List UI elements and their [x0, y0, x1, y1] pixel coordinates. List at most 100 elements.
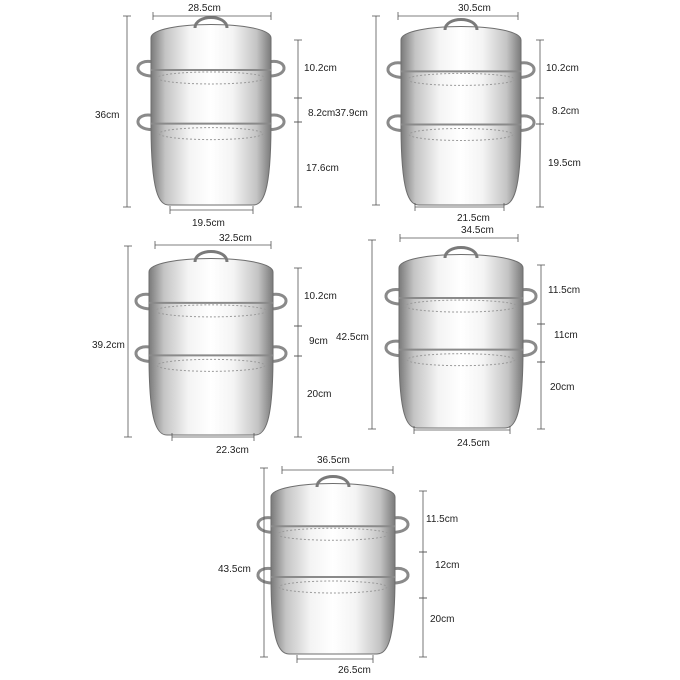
side-handle-right-upper — [518, 61, 536, 79]
total-height-dimension-line — [260, 467, 268, 658]
steamer-3-top-width-label: 32.5cm — [219, 233, 252, 244]
side-handle-left-lower — [386, 114, 404, 132]
base-pot-body — [148, 354, 274, 436]
lid-handle-knob — [193, 250, 229, 263]
lid-handle-knob — [315, 475, 351, 488]
steamer-5-base-height-label: 20cm — [430, 614, 455, 625]
steamer-5-top-width-label: 36.5cm — [317, 455, 350, 466]
glass-lid-dome — [270, 483, 396, 527]
steamer-2-lid-height-label: 10.2cm — [546, 63, 579, 74]
basket-rim-upper — [156, 71, 266, 85]
section-height-dimension-line-3 — [537, 361, 545, 430]
side-handle-right-lower — [518, 114, 536, 132]
steamer-2-base-height-label: 19.5cm — [548, 158, 581, 169]
side-handle-right-lower — [520, 339, 538, 358]
top-width-dimension-line — [281, 466, 394, 474]
steamer-unit-2: 30.5cm 37.9cm 10.2cm 8.2cm 19.5cm 21.5cm — [335, 0, 680, 228]
steamer-4-bottom-width-label: 24.5cm — [457, 438, 490, 449]
bottom-width-dimension-line — [296, 655, 374, 663]
glass-lid-dome — [148, 258, 274, 304]
base-pot-body — [398, 349, 524, 429]
side-handle-right-upper — [520, 288, 538, 306]
total-height-dimension-line — [123, 15, 131, 208]
lid-handle-knob — [443, 246, 479, 259]
section-height-dimension-line-2 — [294, 325, 302, 357]
side-handle-right-upper — [268, 59, 286, 78]
steamer-1-base-height-label: 17.6cm — [306, 163, 339, 174]
steamer-4-middle-height-label: 11cm — [554, 330, 578, 341]
side-handle-right-lower — [392, 566, 410, 585]
section-height-dimension-line-3 — [419, 597, 427, 658]
basket-rim-lower — [278, 580, 388, 594]
middle-steamer-tier — [270, 525, 396, 578]
section-height-dimension-line-1 — [294, 39, 302, 99]
section-height-dimension-line-3 — [294, 355, 302, 438]
steamer-1-middle-height-label: 8.2cm — [308, 108, 336, 119]
steamer-5-dimension-lines — [256, 466, 427, 663]
steamer-3-lid-height-label: 10.2cm — [304, 291, 337, 302]
steamer-4-dimension-lines — [368, 234, 545, 434]
basket-rim-upper — [404, 299, 518, 313]
steamer-2-top-width-label: 30.5cm — [458, 3, 491, 14]
steamer-4-top-width-label: 34.5cm — [461, 225, 494, 236]
steamer-1-top-width-label: 28.5cm — [188, 3, 221, 14]
side-handle-left-lower — [384, 339, 402, 358]
steamer-5-lid-height-label: 11.5cm — [426, 514, 459, 525]
steamer-3-middle-height-label: 9cm — [309, 336, 328, 347]
steamer-2-total-height-label: 37.9cm — [335, 108, 368, 119]
total-height-dimension-line — [368, 239, 376, 430]
base-pot-body — [400, 123, 522, 206]
top-width-dimension-line — [152, 12, 272, 20]
middle-steamer-tier — [150, 69, 272, 125]
steamer-2-dimension-lines — [372, 12, 544, 211]
middle-steamer-tier — [148, 302, 274, 356]
basket-rim-lower — [406, 353, 516, 367]
side-handle-right-lower — [268, 113, 286, 132]
glass-lid-dome — [150, 24, 272, 71]
steamer-4-base-height-label: 20cm — [550, 382, 575, 393]
bottom-width-dimension-line — [171, 433, 255, 441]
steamer-3-bottom-width-label: 22.3cm — [216, 445, 249, 456]
side-handle-left-lower — [136, 113, 154, 132]
steamer-pot-illustration — [386, 18, 536, 206]
total-height-dimension-line — [124, 245, 132, 438]
section-height-dimension-line-2 — [294, 97, 302, 123]
side-handle-left-lower — [256, 566, 274, 585]
lid-handle-knob — [443, 18, 479, 31]
steamer-unit-4: 34.5cm 42.5cm 11.5cm 11cm 20cm 24.5cm — [336, 225, 680, 456]
steamer-pot-illustration — [134, 250, 288, 436]
steamer-pot-illustration — [256, 475, 410, 655]
steamer-3-total-height-label: 39.2cm — [92, 340, 125, 351]
side-handle-right-lower — [270, 345, 288, 363]
base-pot-body — [150, 123, 272, 206]
total-height-dimension-line — [372, 15, 380, 206]
steamer-unit-3: 32.5cm 39.2cm 10.2cm 9cm 20cm 22.3cm — [0, 228, 340, 456]
section-height-dimension-line-1 — [294, 267, 302, 327]
steamer-pot-illustration — [136, 16, 286, 206]
steamer-2-middle-height-label: 8.2cm — [552, 106, 580, 117]
steamer-1-lid-height-label: 10.2cm — [304, 63, 337, 74]
basket-rim-lower — [158, 127, 264, 141]
glass-lid-dome — [398, 254, 524, 299]
steamer-5-bottom-width-label: 26.5cm — [338, 665, 371, 676]
side-handle-right-upper — [392, 516, 410, 534]
section-height-dimension-line-2 — [419, 551, 427, 599]
steamer-4-total-height-label: 42.5cm — [336, 332, 369, 343]
section-height-dimension-line-2 — [536, 97, 544, 125]
steamer-1-dimension-lines — [123, 12, 302, 214]
top-width-dimension-line — [154, 241, 272, 249]
middle-steamer-tier — [400, 70, 522, 125]
side-handle-left-lower — [134, 345, 152, 363]
bottom-width-dimension-line — [169, 206, 254, 214]
basket-rim-upper — [406, 72, 516, 86]
basket-rim-upper — [276, 527, 390, 541]
top-width-dimension-line — [399, 234, 519, 242]
section-height-dimension-line-1 — [536, 39, 544, 99]
bottom-width-dimension-line — [413, 426, 511, 434]
steamer-5-total-height-label: 43.5cm — [218, 564, 251, 575]
steamer-3-base-height-label: 20cm — [307, 389, 332, 400]
side-handle-right-upper — [270, 292, 288, 311]
glass-lid-dome — [400, 26, 522, 72]
steamer-1-total-height-label: 36cm — [95, 110, 120, 121]
section-height-dimension-line-1 — [537, 264, 545, 325]
